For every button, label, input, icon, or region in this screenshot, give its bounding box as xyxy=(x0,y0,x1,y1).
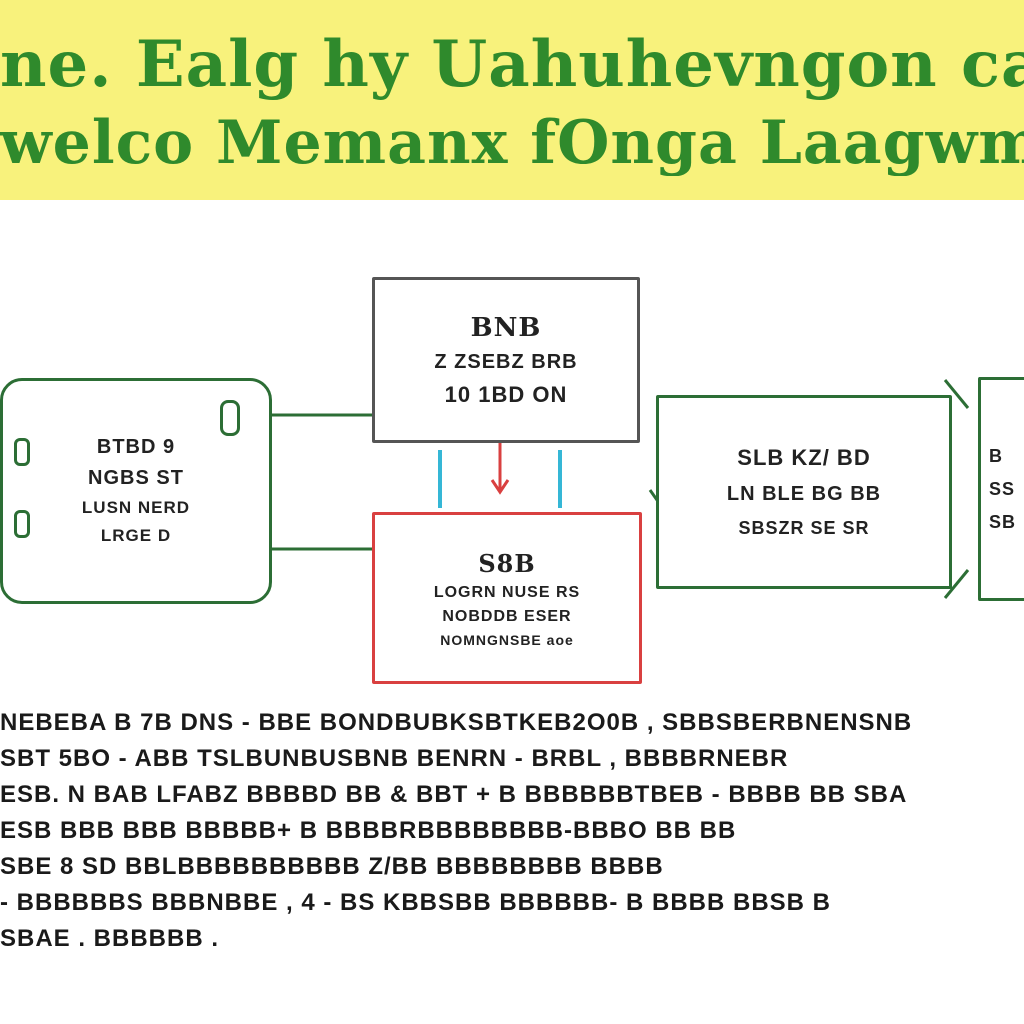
box-right-line-1: SLB KZ/ BD xyxy=(737,445,871,470)
box-left-line-1: BTBD 9 xyxy=(96,436,176,458)
diagram-box-right: SLB KZ/ BD LN BLE BG BB SBSZR SE SR xyxy=(656,395,952,589)
port-left-top-right xyxy=(220,400,240,436)
box-far-right-line-1: B xyxy=(989,445,1003,466)
box-far-right-line-2: SS xyxy=(989,478,1016,499)
banner-title-line-1: ne. Ealg hy Uahuhevngon cand Ches xyxy=(0,30,1024,100)
box-top-line-2: Z ZSEBZ BRB xyxy=(434,350,578,373)
red-arrow-icon xyxy=(490,479,510,495)
banner-title-line-2: welco Memanx fOnga Laagwme Beas xyxy=(0,110,1024,176)
arrowhead-right-bottom xyxy=(943,569,970,599)
box-left-line-2: NGBS ST xyxy=(88,467,184,489)
body-row-3: ESB. N BAB LFABZ BBBBD BB & BBT + B BBBB… xyxy=(0,781,908,808)
body-row-2: SBT 5BO - ABB TSLBUNBUSBNB BENRN - BRBL … xyxy=(0,745,789,772)
box-bottom-line-3: NOBDDB ESER xyxy=(442,607,572,625)
diagram-box-bottom: S8B LOGRN NUSE RS NOBDDB ESER NOMNGNSBE … xyxy=(372,512,642,684)
body-row-1: NEBEBA B 7B DNS - BBE BONDBUBKSBTKEB2O0B… xyxy=(0,709,913,736)
box-right-line-2: LN BLE BG BB xyxy=(726,483,882,505)
port-left-2 xyxy=(14,510,30,538)
box-left-line-3: LUSN NERD xyxy=(81,498,191,517)
body-row-7: SBAE . BBBBBB . xyxy=(0,925,220,952)
body-row-4: ESB BBB BBB BBBBB+ B BBBBRBBBBBBBB-BBBO … xyxy=(0,817,737,844)
diagram-box-far-right: B SS SB xyxy=(978,377,1024,601)
box-left-line-4: LRGE D xyxy=(100,526,172,545)
box-bottom-line-4: NOMNGNSBE aoe xyxy=(440,631,574,648)
body-row-6: - BBBBBBS BBBNBBE , 4 - BS KBBSBB BBBBBB… xyxy=(0,889,832,916)
diagram-box-top: BNB Z ZSEBZ BRB 10 1BD ON xyxy=(372,277,640,443)
box-right-line-3: SBSZR SE SR xyxy=(738,518,870,538)
box-far-right-line-3: SB xyxy=(989,511,1017,532)
box-top-line-1: BNB xyxy=(470,312,542,343)
body-row-5: SBE 8 SD BBLBBBBBBBBBB Z/BB BBBBBBBB BBB… xyxy=(0,853,664,880)
arrowhead-right-top xyxy=(943,379,970,409)
box-top-line-3: 10 1BD ON xyxy=(444,381,568,407)
box-bottom-line-2: LOGRN NUSE RS xyxy=(433,583,581,601)
box-bottom-line-1: S8B xyxy=(478,548,536,578)
title-banner: ne. Ealg hy Uahuhevngon cand Ches welco … xyxy=(0,0,1024,200)
body-paragraph: NEBEBA B 7B DNS - BBE BONDBUBKSBTKEB2O0B… xyxy=(0,705,1024,957)
port-left-1 xyxy=(14,438,30,466)
